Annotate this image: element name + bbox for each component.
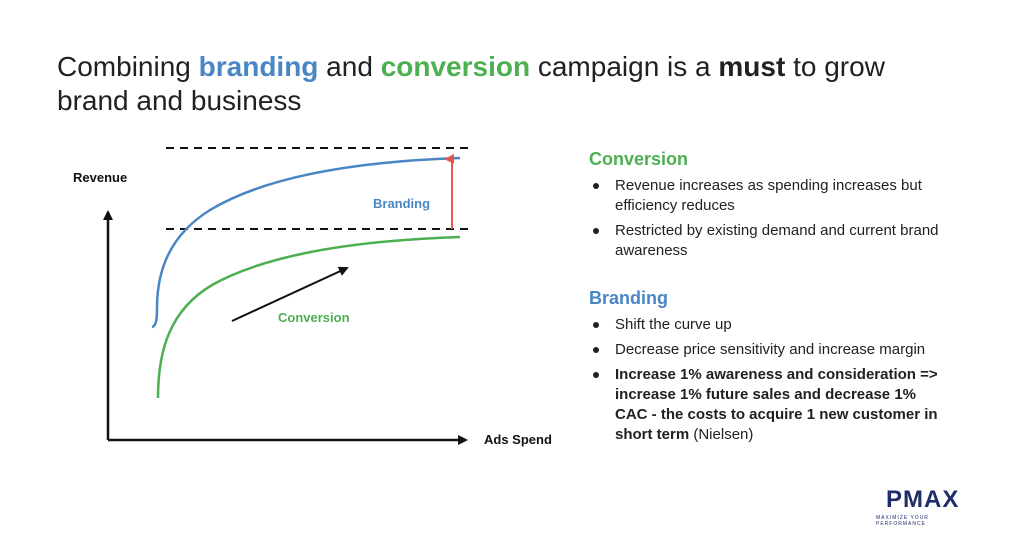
slide-title: Combining branding and conversion campai… — [57, 50, 957, 118]
conversion-heading: Conversion — [589, 149, 689, 169]
nielsen-source: (Nielsen) — [689, 426, 754, 443]
branding-bullet: Decrease price sensitivity and increase … — [589, 340, 949, 360]
branding-panel: Branding Shift the curve up Decrease pri… — [589, 287, 949, 450]
title-branding: branding — [198, 51, 319, 82]
title-part2: and — [318, 51, 381, 82]
branding-curve — [151, 156, 461, 329]
nielsen-bold-text: Increase 1% awareness and consideration … — [615, 366, 938, 443]
branding-bullet: Shift the curve up — [589, 315, 949, 335]
conversion-panel: Conversion Revenue increases as spending… — [589, 148, 949, 266]
conversion-bullet: Revenue increases as spending increases … — [589, 176, 949, 216]
branding-heading: Branding — [589, 288, 668, 308]
pmax-logo: PMAX MAXIMIZE YOUR PERFORMANCE — [870, 486, 980, 527]
title-part4: to grow brand and business — [57, 51, 885, 116]
x-axis-label: Ads Spend — [484, 432, 552, 447]
title-must: must — [718, 51, 786, 82]
branding-curve-label: Branding — [373, 196, 430, 211]
conversion-bullets: Revenue increases as spending increases … — [589, 176, 949, 261]
conversion-bullet: Restricted by existing demand and curren… — [589, 221, 949, 261]
branding-bullets: Shift the curve up Decrease price sensit… — [589, 315, 949, 445]
title-conversion: conversion — [380, 51, 531, 82]
title-part3: campaign is a — [530, 51, 719, 82]
revenue-diagram: Revenue Ads Spend Branding Conversion — [73, 147, 552, 447]
conversion-curve-label: Conversion — [278, 310, 350, 325]
growth-arrow — [231, 266, 349, 322]
conversion-curve — [156, 235, 461, 399]
title-part1: Combining — [57, 51, 199, 82]
branding-bullet-nielsen: Increase 1% awareness and consideration … — [589, 365, 949, 445]
logo-name: PMAX — [886, 486, 960, 513]
y-axis-label: Revenue — [73, 170, 127, 185]
logo-tagline: MAXIMIZE YOUR PERFORMANCE — [876, 515, 929, 527]
